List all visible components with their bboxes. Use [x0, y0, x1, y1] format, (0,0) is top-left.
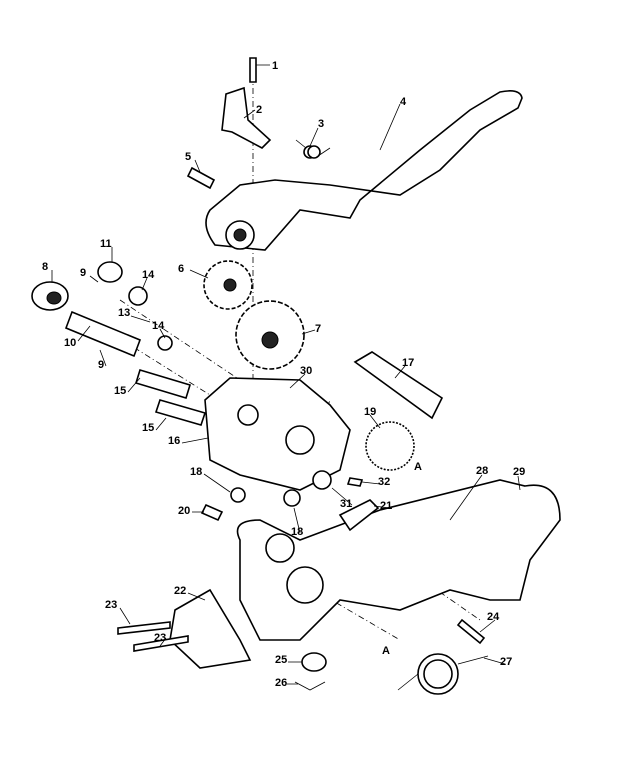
callout-5: 5 [185, 151, 191, 163]
callout-9-b: 9 [98, 359, 104, 371]
callout-15: 15 [114, 385, 126, 397]
callout-4: 4 [400, 96, 407, 108]
callout-8: 8 [42, 261, 48, 273]
callout-1: 1 [272, 60, 278, 72]
part-23-screw [117, 621, 171, 635]
part-18-spring-2 [283, 489, 301, 507]
part-15-shaft [134, 369, 192, 399]
callout-6: 6 [178, 263, 184, 275]
callout-3: 3 [318, 118, 324, 130]
part-23-screw-2 [133, 635, 189, 652]
callout-18: 18 [190, 466, 202, 478]
callout-22: 22 [174, 585, 186, 597]
callout-10: 10 [64, 337, 76, 349]
part-14-washer-2 [157, 335, 173, 351]
part-2-latch [221, 86, 272, 149]
callout-A-b: A [382, 645, 390, 657]
callout-14: 14 [142, 269, 155, 281]
callout-20: 20 [178, 505, 190, 517]
bushing-hole [46, 291, 62, 305]
base-bore [286, 566, 324, 604]
callout-11: 11 [100, 238, 112, 250]
callout-17: 17 [402, 357, 414, 369]
part-25-plug [301, 652, 327, 672]
part-22-block [169, 588, 252, 669]
callout-16: 16 [168, 435, 180, 447]
part-21-pawl [338, 499, 380, 532]
part-24-pin [456, 618, 486, 645]
callout-30: 30 [300, 365, 312, 377]
part-18-spring [230, 487, 246, 503]
frame-bore [285, 425, 315, 455]
callout-24: 24 [487, 611, 500, 623]
base-bore [265, 533, 295, 563]
callout-13: 13 [118, 307, 130, 319]
callout-19: 19 [364, 406, 376, 418]
callout-31: 31 [340, 498, 352, 510]
part-11-bearing [97, 261, 123, 283]
callout-A: A [414, 461, 422, 473]
part-28-base [236, 479, 561, 641]
part-14-washer [128, 286, 148, 306]
bore-hole [233, 228, 247, 242]
callout-2: 2 [256, 104, 262, 116]
callout-15-b: 15 [142, 422, 154, 434]
callout-25: 25 [275, 654, 287, 666]
callout-28: 28 [476, 465, 488, 477]
callout-14-b: 14 [152, 320, 165, 332]
part-26-key [294, 681, 326, 691]
frame-bore [237, 404, 259, 426]
callout-21: 21 [380, 500, 392, 512]
callout-26: 26 [275, 677, 287, 689]
part-10-shaft [64, 310, 142, 358]
callout-23-b: 23 [154, 632, 166, 644]
part-32-pin [346, 477, 364, 487]
leader-lines [51, 64, 521, 685]
part-1-pin [249, 57, 257, 83]
part-15-shaft-2 [154, 399, 207, 426]
callout-29: 29 [513, 466, 525, 478]
gear-hub [223, 278, 237, 292]
part-3-spring [295, 139, 331, 159]
callout-18-b: 18 [291, 526, 303, 538]
callout-9: 9 [80, 267, 86, 279]
part-4-handle [205, 90, 523, 251]
part-5-pin [186, 166, 216, 190]
part-19-roller [365, 421, 415, 471]
callout-27: 27 [500, 656, 512, 668]
part-20-pin [200, 503, 224, 522]
callout-23: 23 [105, 599, 117, 611]
gear-hub [261, 331, 279, 349]
part-17-pin [353, 351, 444, 420]
part-16-frame [204, 377, 351, 491]
part-27-spring [397, 653, 489, 695]
callout-7: 7 [315, 323, 321, 335]
callout-32: 32 [378, 476, 390, 488]
part-31-cam [312, 470, 332, 490]
